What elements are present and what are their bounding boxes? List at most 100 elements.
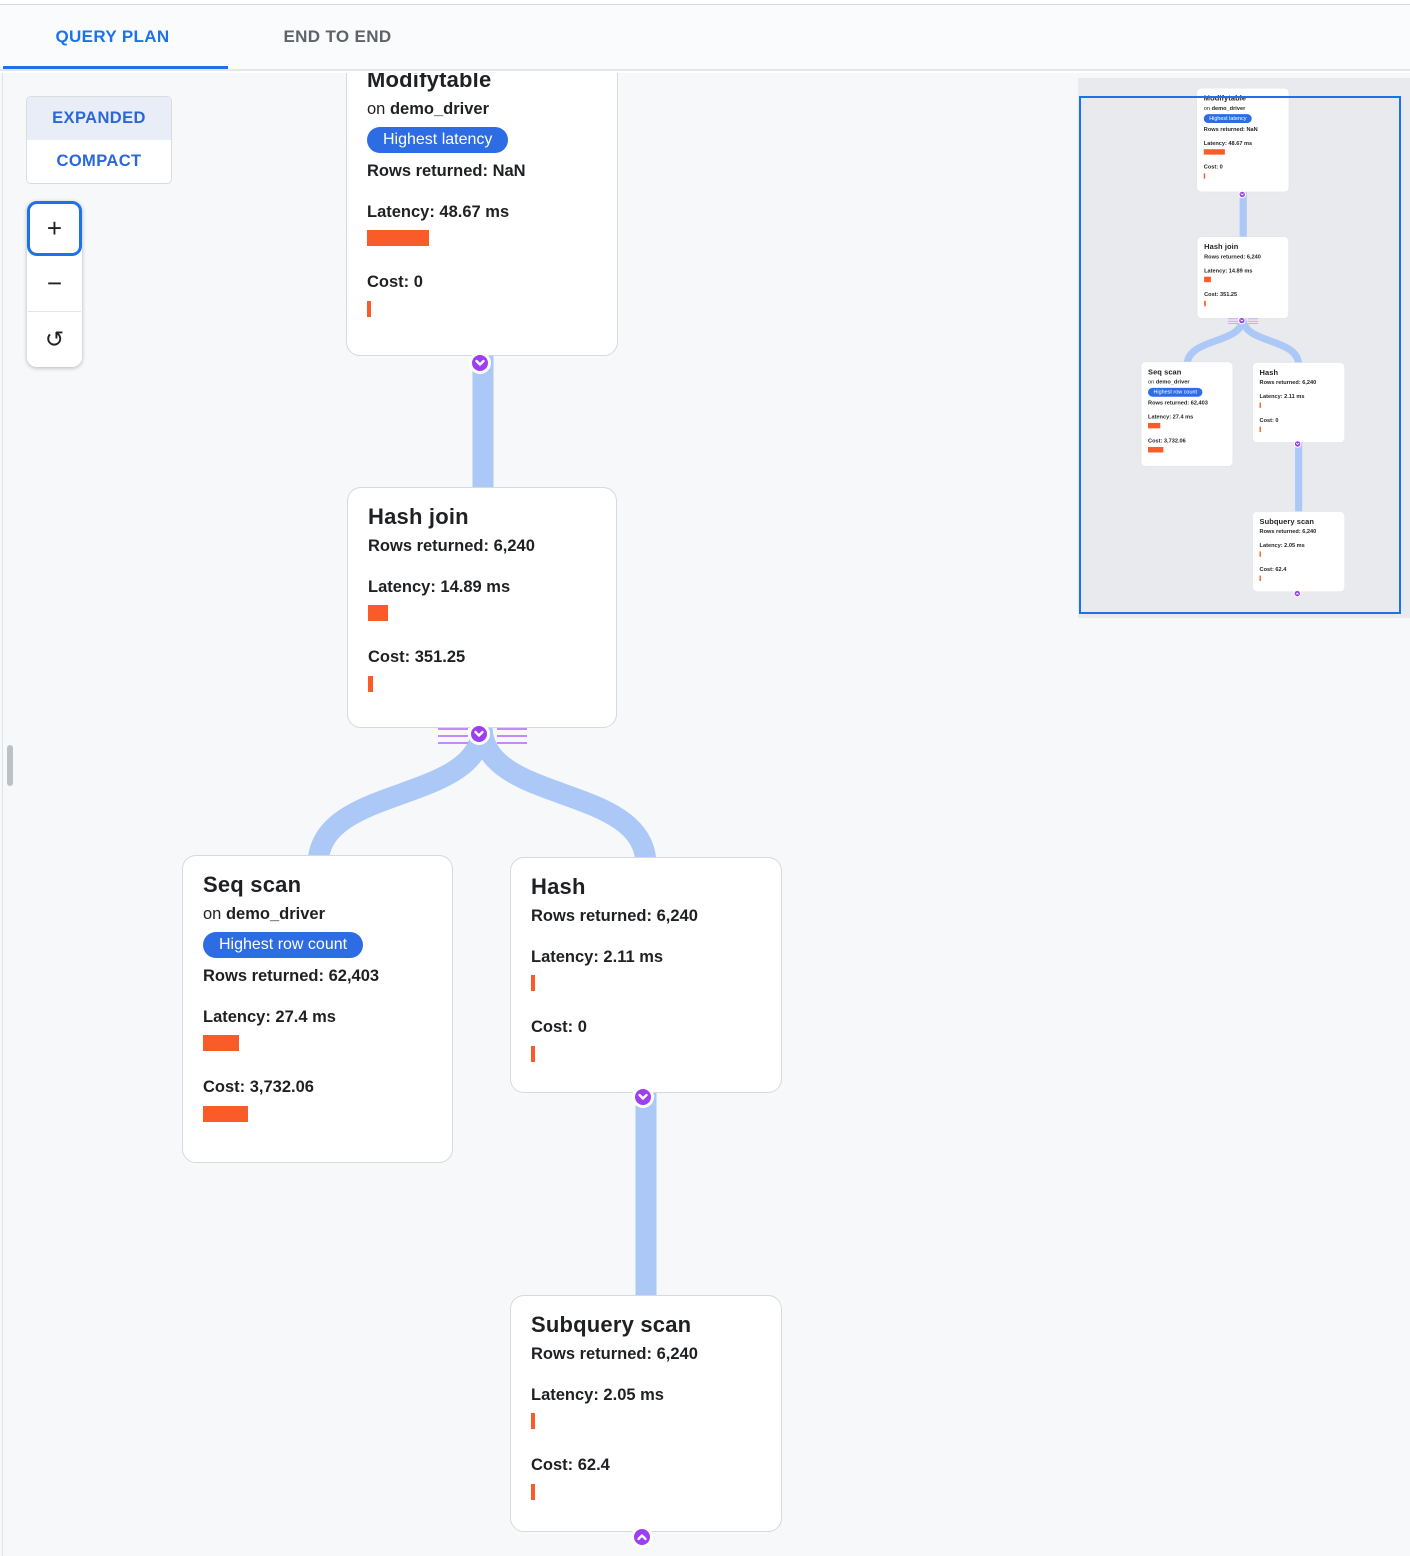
reset-zoom-button[interactable]: ↺ — [27, 312, 82, 367]
collapse-chevron-down-icon[interactable] — [1293, 440, 1302, 448]
latency-bar — [203, 1035, 239, 1052]
cost-bar — [1259, 575, 1261, 581]
tab-end-to-end[interactable]: END TO END — [283, 27, 392, 46]
expanded-button[interactable]: EXPANDED — [27, 97, 171, 140]
table-name: demo_driver — [1211, 105, 1246, 112]
highest-latency-badge: Highest latency — [1203, 114, 1252, 124]
view-mode-toggle: EXPANDED COMPACT — [26, 96, 172, 184]
zoom-in-button[interactable]: + — [27, 201, 82, 256]
rows-returned-label: Rows returned: 6,240 — [531, 907, 698, 926]
table-name: demo_driver — [389, 100, 489, 119]
node-title: Hash — [531, 874, 586, 899]
cost-label: Cost: 0 — [1259, 417, 1279, 424]
on-label: on — [203, 905, 222, 924]
tab-query-plan[interactable]: QUERY PLAN — [55, 27, 170, 46]
minimap[interactable]: Modifytable on demo_driver Highest laten… — [1078, 78, 1410, 618]
main-plan-tree: Modifytable on demo_driver Highest laten… — [0, 73, 800, 1556]
node-title: Subquery scan — [1259, 517, 1315, 526]
rows-returned-label: Rows returned: 62,403 — [1148, 399, 1208, 407]
latency-label: Latency: 14.89 ms — [368, 577, 511, 596]
latency-label: Latency: 2.05 ms — [1259, 542, 1305, 549]
minus-icon: − — [46, 268, 63, 298]
plan-node-subquery-scan[interactable]: Subquery scan Rows returned: 6,240 Laten… — [510, 1295, 782, 1532]
compact-button[interactable]: COMPACT — [27, 140, 171, 183]
cost-label: Cost: 351.25 — [368, 648, 466, 667]
rows-returned-label: Rows returned: 6,240 — [531, 1345, 698, 1364]
collapse-chevron-down-icon[interactable] — [1238, 190, 1246, 199]
collapse-chevron-down-icon[interactable] — [469, 352, 491, 374]
divider — [28, 311, 81, 312]
cost-bar — [1259, 426, 1261, 432]
rows-returned-label: Rows returned: 6,240 — [1259, 379, 1317, 386]
node-table: on demo_driver — [367, 100, 597, 119]
plan-node-hash-join[interactable]: Hash join Rows returned: 6,240 Latency: … — [1196, 236, 1289, 319]
node-table: on demo_driver — [1148, 379, 1226, 385]
node-table: on demo_driver — [1204, 105, 1282, 111]
minimap-plan-tree: Modifytable on demo_driver Highest laten… — [1079, 88, 1351, 601]
cost-bar — [1203, 173, 1206, 179]
cost-label: Cost: 351.25 — [1204, 291, 1238, 298]
plan-node-modifytable[interactable]: Modifytable on demo_driver Highest laten… — [346, 73, 618, 356]
collapse-chevron-down-icon[interactable] — [468, 723, 490, 745]
latency-label: Latency: 2.11 ms — [531, 947, 664, 966]
latency-bar — [1203, 149, 1225, 155]
plan-edges — [307, 350, 657, 1302]
plan-node-hash[interactable]: Hash Rows returned: 6,240 Latency: 2.11 … — [510, 857, 782, 1093]
node-title: Hash — [1259, 368, 1279, 377]
highest-row-count-badge: Highest row count — [1148, 388, 1203, 397]
expand-chevron-up-icon[interactable] — [631, 1526, 653, 1548]
top-divider — [0, 0, 1410, 5]
plan-node-seq-scan[interactable]: Seq scan on demo_driver Highest row coun… — [182, 855, 453, 1163]
expand-chevron-up-icon[interactable] — [1293, 589, 1302, 598]
branch-lines-right — [1247, 318, 1259, 324]
cost-label: Cost: 3,732.06 — [1148, 437, 1186, 444]
minimap-viewport-rect[interactable] — [1079, 96, 1401, 614]
latency-bar — [368, 605, 388, 622]
on-label: on — [1203, 105, 1211, 112]
on-label: on — [367, 100, 386, 119]
latency-label: Latency: 2.11 ms — [1259, 393, 1305, 400]
node-title: Seq scan — [1148, 367, 1182, 376]
collapse-chevron-down-icon[interactable] — [632, 1086, 654, 1108]
plan-node-hash[interactable]: Hash Rows returned: 6,240 Latency: 2.11 … — [1252, 362, 1345, 443]
highest-row-count-badge: Highest row count — [203, 932, 364, 959]
latency-label: Latency: 48.67 ms — [1203, 139, 1253, 147]
cost-bar — [531, 1045, 535, 1062]
node-title: Seq scan — [203, 872, 302, 897]
vertical-scrollbar-thumb[interactable] — [7, 745, 13, 786]
latency-bar — [1259, 551, 1261, 557]
rows-returned-label: Rows returned: 6,240 — [1204, 253, 1261, 260]
plan-canvas[interactable]: Modifytable on demo_driver Highest laten… — [0, 73, 1410, 1556]
latency-bar — [1148, 422, 1161, 429]
plus-icon: + — [46, 213, 63, 243]
latency-bar — [531, 1413, 535, 1430]
node-title: Modifytable — [367, 73, 492, 92]
latency-label: Latency: 27.4 ms — [203, 1007, 336, 1026]
branch-lines-left — [438, 728, 468, 744]
rows-returned-label: Rows returned: 62,403 — [203, 967, 380, 986]
table-name: demo_driver — [225, 905, 325, 924]
plan-node-seq-scan[interactable]: Seq scan on demo_driver Highest row coun… — [1140, 361, 1234, 467]
node-title: Modifytable — [1203, 93, 1247, 103]
active-tab-underline — [3, 66, 228, 69]
zoom-out-button[interactable]: − — [27, 256, 82, 311]
plan-node-hash-join[interactable]: Hash join Rows returned: 6,240 Latency: … — [347, 487, 617, 728]
latency-label: Latency: 14.89 ms — [1204, 267, 1253, 274]
plan-node-subquery-scan[interactable]: Subquery scan Rows returned: 6,240 Laten… — [1252, 511, 1345, 592]
latency-label: Latency: 27.4 ms — [1148, 413, 1194, 420]
cost-bar — [203, 1105, 248, 1122]
branch-lines-right — [497, 728, 527, 744]
rows-returned-label: Rows returned: NaN — [1203, 126, 1258, 133]
cost-bar — [531, 1483, 535, 1500]
cost-label: Cost: 3,732.06 — [203, 1078, 314, 1097]
highest-latency-badge: Highest latency — [367, 127, 509, 154]
collapse-chevron-down-icon[interactable] — [1238, 316, 1246, 325]
reset-zoom-icon: ↺ — [44, 326, 65, 353]
cost-bar — [1148, 446, 1164, 453]
query-plan-tree: Modifytable on demo_driver Highest laten… — [0, 73, 800, 1556]
latency-bar — [531, 975, 535, 992]
tab-bar: QUERY PLAN END TO END — [0, 5, 1410, 71]
table-name: demo_driver — [1155, 378, 1190, 385]
on-label: on — [1148, 378, 1155, 385]
plan-node-modifytable[interactable]: Modifytable on demo_driver Highest laten… — [1196, 88, 1290, 193]
